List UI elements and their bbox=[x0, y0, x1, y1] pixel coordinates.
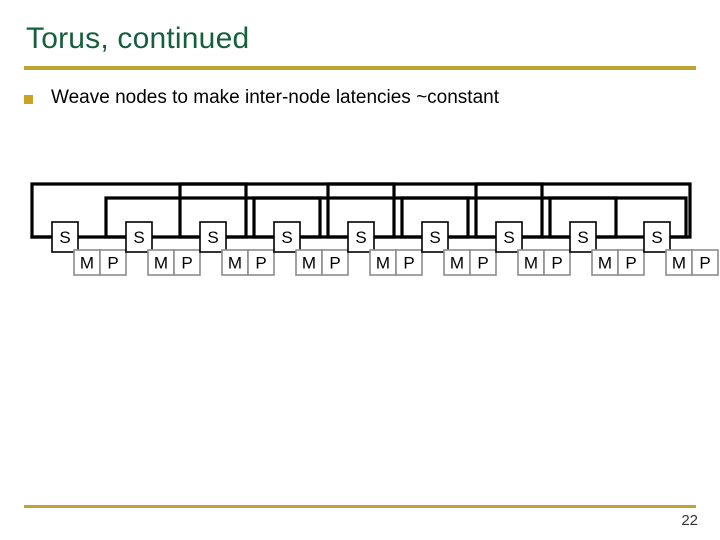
switch-box bbox=[199, 221, 227, 253]
processor-box bbox=[543, 249, 571, 276]
switch-box bbox=[273, 221, 301, 253]
switch-label: S bbox=[59, 228, 70, 247]
page-number: 22 bbox=[681, 512, 698, 529]
memory-label: M bbox=[80, 254, 94, 273]
memory-box bbox=[665, 249, 693, 276]
processor-box bbox=[247, 249, 275, 276]
processor-label: P bbox=[403, 254, 414, 273]
processor-box bbox=[173, 249, 201, 276]
page-title: Torus, continued bbox=[26, 22, 250, 55]
processor-label: P bbox=[477, 254, 488, 273]
processor-box bbox=[395, 249, 423, 276]
processor-box bbox=[617, 249, 645, 276]
memory-label: M bbox=[524, 254, 538, 273]
switch-label: S bbox=[429, 228, 440, 247]
processor-box bbox=[691, 249, 719, 276]
memory-label: M bbox=[228, 254, 242, 273]
memory-label: M bbox=[672, 254, 686, 273]
switch-box bbox=[125, 221, 153, 253]
processor-label: P bbox=[107, 254, 118, 273]
memory-label: M bbox=[154, 254, 168, 273]
processor-box bbox=[469, 249, 497, 276]
bullet-item-label: Weave nodes to make inter-node latencies… bbox=[51, 87, 500, 108]
switch-box bbox=[347, 221, 375, 253]
processor-box bbox=[99, 249, 127, 276]
weave-link bbox=[178, 182, 396, 239]
switch-label: S bbox=[133, 228, 144, 247]
switch-box bbox=[569, 221, 597, 253]
switch-box bbox=[51, 221, 79, 253]
processor-label: P bbox=[699, 254, 710, 273]
bullet-list-item: Weave nodes to make inter-node latencies… bbox=[24, 86, 696, 110]
processor-label: P bbox=[329, 254, 340, 273]
memory-label: M bbox=[598, 254, 612, 273]
processor-label: P bbox=[255, 254, 266, 273]
processor-box bbox=[321, 249, 349, 276]
memory-label: M bbox=[450, 254, 464, 273]
switch-label: S bbox=[577, 228, 588, 247]
square-bullet-icon bbox=[24, 95, 33, 104]
title-divider bbox=[24, 66, 696, 70]
processor-label: P bbox=[181, 254, 192, 273]
weave-link bbox=[548, 196, 688, 239]
weave-link bbox=[326, 182, 544, 239]
switch-label: S bbox=[355, 228, 366, 247]
memory-label: M bbox=[376, 254, 390, 273]
memory-box bbox=[221, 249, 249, 276]
switch-label: S bbox=[503, 228, 514, 247]
switch-box bbox=[495, 221, 523, 253]
switch-label: S bbox=[651, 228, 662, 247]
processor-label: P bbox=[625, 254, 636, 273]
switch-box bbox=[421, 221, 449, 253]
weave-link bbox=[252, 196, 470, 239]
weave-link bbox=[104, 196, 322, 239]
switch-label: S bbox=[207, 228, 218, 247]
memory-label: M bbox=[302, 254, 316, 273]
switch-label: S bbox=[281, 228, 292, 247]
footer-divider bbox=[24, 505, 696, 508]
weave-link bbox=[400, 196, 618, 239]
processor-label: P bbox=[551, 254, 562, 273]
switch-box bbox=[643, 221, 671, 253]
